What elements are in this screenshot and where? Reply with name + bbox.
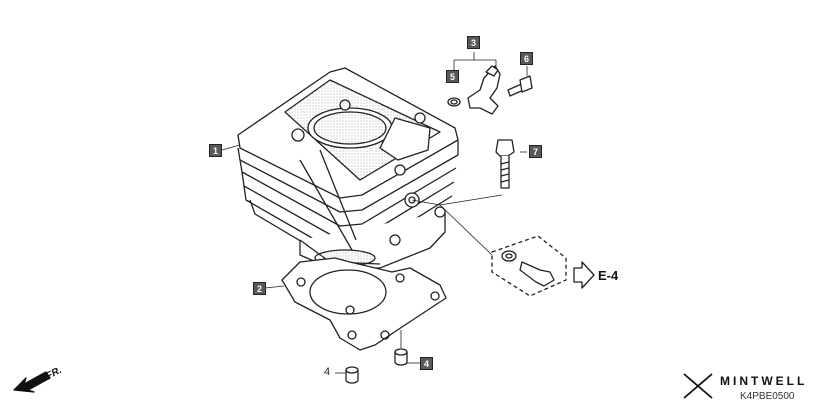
brand-name: MINTWELL xyxy=(720,374,808,388)
reference-label: E-4 xyxy=(598,268,619,283)
callout-4-plain: 4 xyxy=(324,366,331,378)
front-arrow-icon xyxy=(13,371,51,393)
dowel-pins xyxy=(345,348,408,384)
bolt-7 xyxy=(495,139,515,189)
callout-5: 5 xyxy=(446,70,459,83)
callout-3: 3 xyxy=(467,36,480,49)
cylinder-gasket xyxy=(281,257,447,351)
cylinder-block xyxy=(237,67,459,269)
mintwell-logo-icon xyxy=(683,373,713,399)
leader-lines xyxy=(221,52,528,374)
diagram-code: K4PBE0500 xyxy=(740,391,795,402)
callout-2: 2 xyxy=(253,282,266,295)
callout-7: 7 xyxy=(529,145,542,158)
callout-6: 6 xyxy=(520,52,533,65)
callout-1: 1 xyxy=(209,144,222,157)
detail-box xyxy=(491,235,595,297)
sensor-assembly xyxy=(447,65,533,115)
callout-4: 4 xyxy=(420,357,433,370)
